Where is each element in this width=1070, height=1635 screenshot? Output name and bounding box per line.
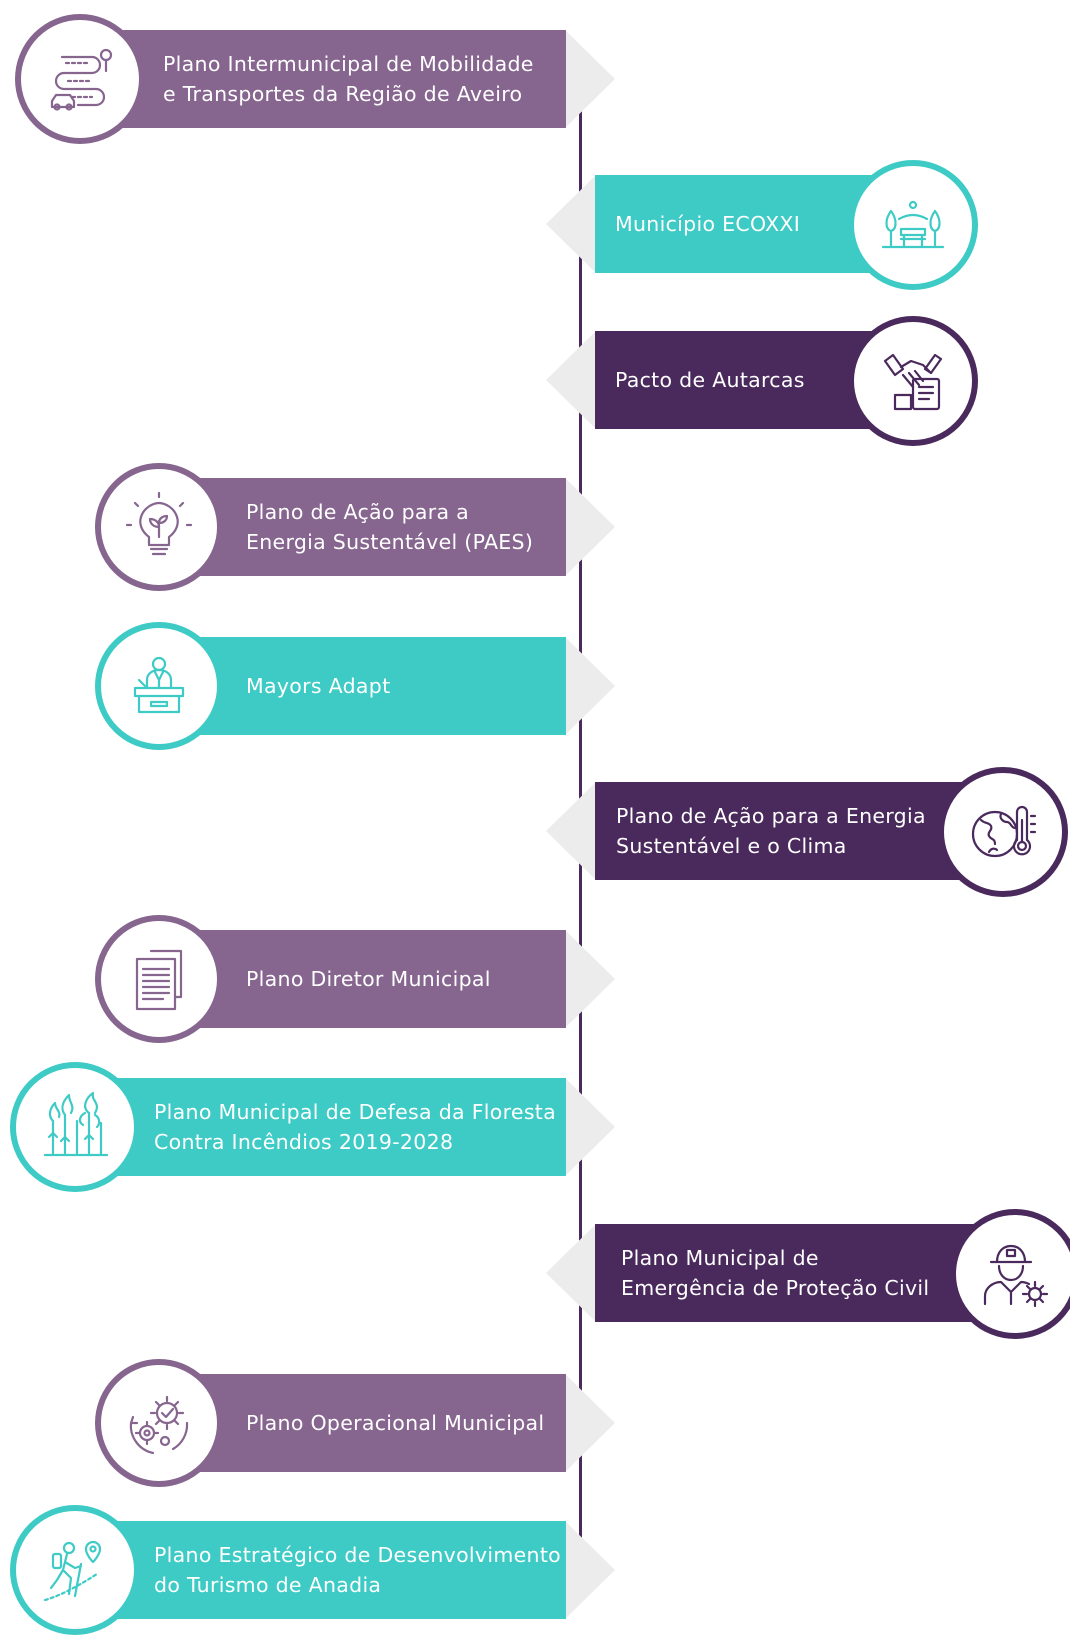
connector-arrow — [565, 930, 615, 1028]
entry-label-line: do Turismo de Anadia — [154, 1573, 382, 1597]
entry-banner: Mayors Adapt — [185, 637, 566, 735]
connector-arrow — [565, 637, 615, 735]
entry-label: Plano de Ação para a Energia Sustentável … — [246, 497, 533, 557]
entry-label-line: Contra Incêndios 2019-2028 — [154, 1130, 454, 1154]
entry-label-line: Energia Sustentável (PAES) — [246, 530, 534, 554]
forest-fire-icon — [10, 1062, 140, 1192]
entry-banner: Município ECOXXI — [595, 175, 885, 273]
entry-label-line: Plano Municipal de Defesa da Floresta — [154, 1100, 557, 1124]
entry-label-line: Mayors Adapt — [246, 674, 391, 698]
connector-arrow — [565, 1374, 615, 1472]
documents-icon — [95, 915, 223, 1043]
road-map-car-icon — [15, 14, 145, 144]
entry-banner: Plano Municipal de Emergência de Proteção… — [595, 1224, 985, 1322]
connector-arrow — [565, 30, 615, 128]
entry-banner: Plano de Ação para a Energia Sustentável … — [185, 478, 566, 576]
connector-arrow — [565, 1521, 615, 1619]
entry-label: Plano Estratégico de Desenvolvimento do T… — [154, 1540, 561, 1600]
entry-label-line: Pacto de Autarcas — [615, 368, 805, 392]
entry-label-line: Plano de Ação para a — [246, 500, 470, 524]
entry-banner: Plano Diretor Municipal — [185, 930, 566, 1028]
handshake-document-icon — [848, 316, 978, 446]
connector-arrow — [565, 1078, 615, 1176]
speaker-podium-icon — [95, 622, 223, 750]
eco-lightbulb-icon — [95, 463, 223, 591]
entry-label: Plano Intermunicipal de Mobilidade e Tran… — [163, 49, 534, 109]
connector-arrow — [546, 175, 596, 273]
entry-label: Mayors Adapt — [246, 671, 390, 701]
entry-label-line: Plano Intermunicipal de Mobilidade — [163, 52, 534, 76]
connector-arrow — [546, 331, 596, 429]
entry-label-line: Emergência de Proteção Civil — [621, 1276, 930, 1300]
hiker-location-icon — [10, 1505, 140, 1635]
connector-arrow — [546, 1224, 596, 1322]
engineer-gear-icon — [950, 1209, 1070, 1339]
connector-arrow — [546, 782, 596, 880]
entry-label-line: Plano Operacional Municipal — [246, 1411, 545, 1435]
park-bench-icon — [848, 160, 978, 290]
entry-label-line: Plano Estratégico de Desenvolvimento — [154, 1543, 561, 1567]
connector-arrow — [565, 478, 615, 576]
entry-label-line: Município ECOXXI — [615, 212, 801, 236]
entry-banner: Plano Estratégico de Desenvolvimento do T… — [100, 1521, 566, 1619]
entry-banner: Pacto de Autarcas — [595, 331, 885, 429]
entry-label: Pacto de Autarcas — [615, 365, 805, 395]
entry-banner: Plano Intermunicipal de Mobilidade e Tran… — [100, 30, 566, 128]
entry-label-line: Plano de Ação para a Energia — [616, 804, 926, 828]
entry-label-line: Plano Municipal de — [621, 1246, 819, 1270]
entry-label: Plano Diretor Municipal — [246, 964, 491, 994]
entry-label: Município ECOXXI — [615, 209, 800, 239]
entry-label-line: e Transportes da Região de Aveiro — [163, 82, 523, 106]
globe-thermometer-icon — [938, 767, 1068, 897]
entry-banner: Plano Operacional Municipal — [185, 1374, 566, 1472]
entry-label: Plano Municipal de Emergência de Proteção… — [621, 1243, 929, 1303]
gears-check-icon — [95, 1359, 223, 1487]
entry-label: Plano Operacional Municipal — [246, 1408, 544, 1438]
entry-label-line: Sustentável e o Clima — [616, 834, 847, 858]
entry-label-line: Plano Diretor Municipal — [246, 967, 491, 991]
